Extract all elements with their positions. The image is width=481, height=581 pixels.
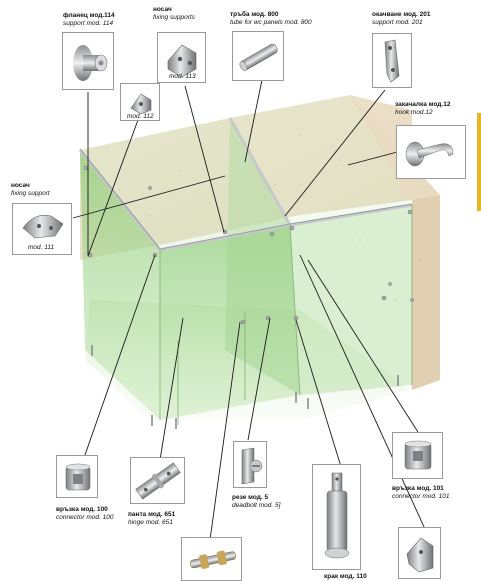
glass-partition-2 — [290, 205, 412, 395]
leader-113 — [184, 85, 225, 233]
tube-icon — [239, 43, 278, 71]
glass-left-side — [80, 150, 160, 420]
hanger-icon — [384, 39, 400, 83]
hinge-icon — [135, 462, 181, 500]
leader-111 — [72, 175, 226, 219]
hook-icon — [405, 141, 454, 167]
thumb-hinge-651 — [130, 457, 185, 504]
label-flange-114: фланец мод.114 support mod. 114 — [63, 12, 115, 27]
deadbolt-icon — [241, 447, 263, 485]
thumb-holder-113: mod. 113 — [157, 32, 206, 83]
flange-icon — [73, 45, 108, 81]
thumb-holder-112: mod. 112 — [120, 83, 160, 121]
label-connector-101: връзка мод. 101 connector mod. 101 — [392, 485, 450, 500]
leader-110 — [295, 319, 343, 471]
thumb-tube-800 — [232, 31, 284, 81]
thumb-leg-110 — [312, 464, 361, 570]
label-connector-100: връзка мод. 100 connector mod. 100 — [56, 506, 114, 521]
thumb-holder-111: mod. 111 — [12, 203, 72, 255]
leader-201 — [284, 89, 386, 217]
leader-corner — [299, 254, 431, 541]
label-holder-111: носач fixing support — [11, 182, 50, 197]
label-hook-12: закачалка мод.12 hook mod.12 — [395, 101, 451, 116]
thumb-connector-100 — [56, 455, 98, 498]
label-hinge-651: панта мод. 651 hinge mod. 651 — [128, 511, 176, 526]
accent-bar — [477, 113, 481, 211]
glass-partition-1 — [225, 118, 300, 395]
leader-pin — [209, 321, 241, 541]
leader-651 — [159, 317, 184, 461]
thumb-flange-114 — [62, 32, 114, 90]
label-holder-113: носач fixing supports — [153, 6, 195, 21]
thumb-hanger-201 — [372, 33, 412, 88]
label-deadbolt-5: резе мод. 5 deadbolt mod. 5] — [232, 494, 281, 509]
label-mod-112: mod. 112 — [127, 113, 154, 120]
bracket-icon — [22, 214, 64, 239]
thumb-corner-bracket — [398, 527, 441, 579]
bracket-icon — [167, 44, 197, 78]
thumb-connector-101 — [392, 432, 443, 479]
leader-101 — [307, 259, 419, 433]
thumb-hook-12 — [396, 125, 466, 179]
leg-icon — [324, 472, 350, 559]
label-hanger-201: окачване мод. 201 support mod. 201 — [372, 11, 431, 26]
connector-icon — [65, 463, 91, 491]
corner-bracket-icon — [406, 537, 434, 573]
label-mod-113: mod. 113 — [169, 73, 196, 80]
thumb-pin — [181, 537, 242, 581]
connector-icon — [404, 440, 432, 470]
pin-icon — [189, 550, 236, 569]
label-tube-800: тръба мод. 800 tube for wc panels mod. 8… — [230, 11, 312, 26]
bracket-icon — [130, 93, 152, 115]
leader-100 — [84, 254, 156, 456]
thumb-deadbolt-5 — [233, 441, 267, 488]
leader-800 — [244, 79, 263, 163]
leader-12 — [347, 149, 406, 166]
label-leg-110: крак мод. 110 — [324, 573, 367, 580]
leader-5 — [247, 317, 271, 441]
label-mod-111: mod. 111 — [28, 244, 55, 251]
leader-112 — [87, 119, 139, 257]
